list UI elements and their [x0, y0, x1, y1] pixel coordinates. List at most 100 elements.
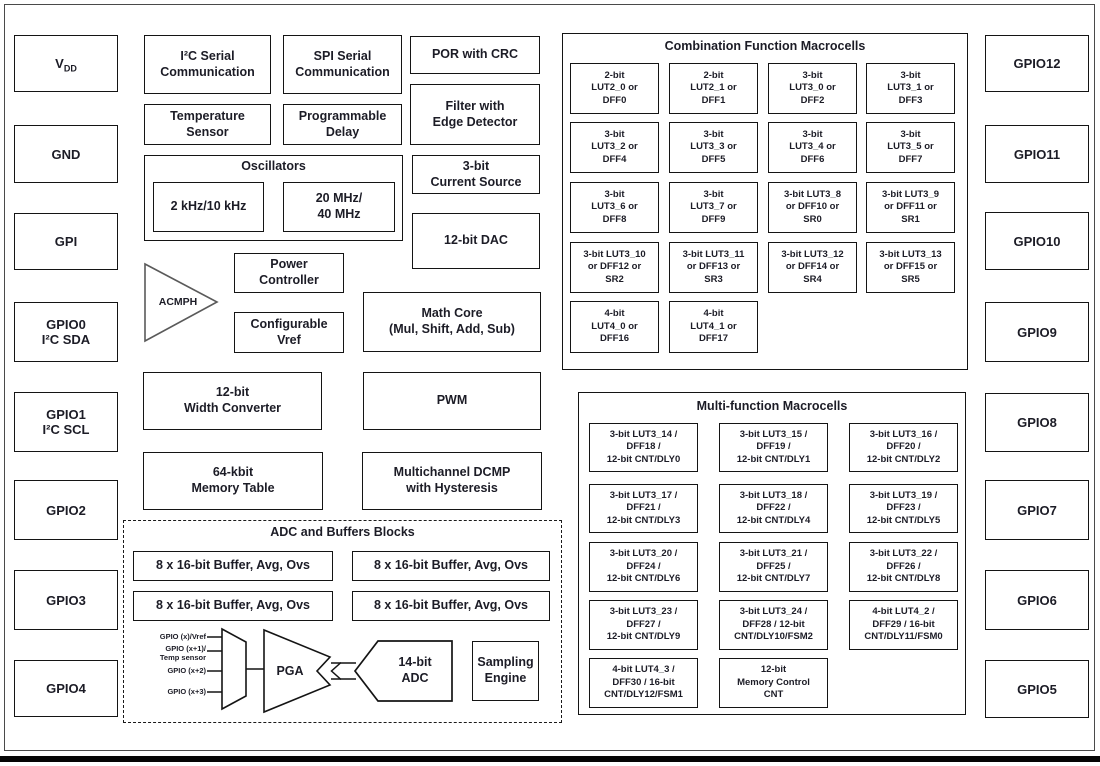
pin-gpio5: GPIO5	[985, 660, 1089, 718]
diagram-frame	[4, 4, 1095, 751]
combo-cell: 3-bit LUT3_13 or DFF15 or SR5	[866, 242, 955, 293]
pin-gpio2-label: GPIO2	[46, 502, 86, 518]
multi-cell: 4-bit LUT4_2 / DFF29 / 16-bit CNT/DLY11/…	[849, 600, 958, 650]
block-pwm-label: PWM	[436, 393, 468, 408]
multi-cell: 3-bit LUT3_22 / DFF26 / 12-bit CNT/DLY8	[849, 542, 958, 592]
block-temperature-sensor-label: Temperature Sensor	[170, 108, 245, 139]
block-width-converter: 12-bit Width Converter	[143, 372, 322, 430]
combo-cell: 4-bit LUT4_0 or DFF16	[570, 301, 659, 353]
block-memory-table-label: 64-kbit Memory Table	[191, 465, 275, 495]
pin-gpio6: GPIO6	[985, 570, 1089, 630]
multi-cell: 4-bit LUT4_3 / DFF30 / 16-bit CNT/DLY12/…	[589, 658, 698, 708]
block-osc-high-freq-label: 20 MHz/ 40 MHz	[315, 191, 363, 221]
pga-label: PGA	[276, 664, 304, 678]
pin-gpio5-label: GPIO5	[1017, 681, 1057, 697]
adc-label: 14-bit ADC	[398, 655, 432, 685]
combo-cell: 2-bit LUT2_0 or DFF0	[570, 63, 659, 114]
combo-cell: 3-bit LUT3_7 or DFF9	[669, 182, 758, 233]
multifunction-macrocells-title: Multi-function Macrocells	[696, 399, 848, 413]
block-configurable-vref: Configurable Vref	[234, 312, 344, 353]
chevron-left-icon	[330, 661, 342, 681]
block-i2c-serial: I²C Serial Communication	[144, 35, 271, 94]
pin-gpio12-label: GPIO12	[1013, 56, 1061, 71]
combo-cell: 3-bit LUT3_11 or DFF13 or SR3	[669, 242, 758, 293]
block-osc-high-freq: 20 MHz/ 40 MHz	[283, 182, 395, 232]
block-math-core-label: Math Core (Mul, Shift, Add, Sub)	[389, 306, 515, 336]
acmph-label: ACMPH	[158, 296, 198, 308]
multi-cell: 3-bit LUT3_16 / DFF20 / 12-bit CNT/DLY2	[849, 423, 958, 472]
multi-cell: 12-bit Memory Control CNT	[719, 658, 828, 708]
adc-buffers-title: ADC and Buffers Blocks	[270, 525, 415, 539]
adc-pentagon	[353, 640, 453, 702]
combo-cell: 3-bit LUT3_9 or DFF11 or SR1	[866, 182, 955, 233]
pin-gpio4: GPIO4	[14, 660, 118, 717]
block-spi-serial: SPI Serial Communication	[283, 35, 402, 94]
block-math-core: Math Core (Mul, Shift, Add, Sub)	[363, 292, 541, 352]
pga-triangle	[263, 628, 332, 714]
block-dac-label: 12-bit DAC	[444, 233, 508, 248]
pin-gpio1-label: GPIO1 I²C SCL	[42, 407, 90, 437]
block-programmable-delay-label: Programmable Delay	[298, 108, 387, 139]
block-memory-table: 64-kbit Memory Table	[143, 452, 323, 510]
page-rule	[0, 756, 1100, 762]
pin-gpio1: GPIO1 I²C SCL	[14, 392, 118, 452]
block-filter-edge-detector: Filter with Edge Detector	[410, 84, 540, 145]
buffer-block: 8 x 16-bit Buffer, Avg, Ovs	[133, 591, 333, 621]
pin-gpio0-label: GPIO0 I²C SDA	[41, 317, 91, 347]
combo-cell: 3-bit LUT3_0 or DFF2	[768, 63, 857, 114]
acmph-triangle	[144, 262, 219, 343]
multi-cell: 3-bit LUT3_24 / DFF28 / 12-bit CNT/DLY10…	[719, 600, 828, 650]
pin-gpio9: GPIO9	[985, 302, 1089, 362]
pin-gpio7: GPIO7	[985, 480, 1089, 540]
pin-gpio2: GPIO2	[14, 480, 118, 540]
pin-gnd: GND	[14, 125, 118, 183]
block-configurable-vref-label: Configurable Vref	[250, 316, 328, 347]
pin-gpio11-label: GPIO11	[1013, 146, 1061, 162]
block-osc-low-freq-label: 2 kHz/10 kHz	[170, 199, 247, 214]
buffer-block: 8 x 16-bit Buffer, Avg, Ovs	[133, 551, 333, 581]
block-filter-edge-detector-label: Filter with Edge Detector	[432, 98, 518, 129]
block-spi-serial-label: SPI Serial Communication	[295, 48, 390, 79]
multi-cell: 3-bit LUT3_17 / DFF21 / 12-bit CNT/DLY3	[589, 484, 698, 533]
block-power-controller: Power Controller	[234, 253, 344, 293]
multi-cell: 3-bit LUT3_20 / DFF24 / 12-bit CNT/DLY6	[589, 542, 698, 592]
combo-cell: 3-bit LUT3_8 or DFF10 or SR0	[768, 182, 857, 233]
block-current-source-label: 3-bit Current Source	[430, 158, 522, 189]
combo-cell: 3-bit LUT3_4 or DFF6	[768, 122, 857, 173]
pin-gpi-label: GPI	[54, 234, 78, 249]
multi-cell: 3-bit LUT3_15 / DFF19 / 12-bit CNT/DLY1	[719, 423, 828, 472]
pin-gpio4-label: GPIO4	[46, 681, 86, 696]
block-pwm: PWM	[363, 372, 541, 430]
mux-input-label: GPIO (x+1)/ Temp sensor	[159, 644, 206, 663]
pin-gpio10: GPIO10	[985, 212, 1089, 270]
multi-cell: 3-bit LUT3_21 / DFF25 / 12-bit CNT/DLY7	[719, 542, 828, 592]
pin-gpio0: GPIO0 I²C SDA	[14, 302, 118, 362]
block-multichannel-dcmp-label: Multichannel DCMP with Hysteresis	[393, 465, 511, 495]
buffer-block: 8 x 16-bit Buffer, Avg, Ovs	[352, 591, 550, 621]
pin-gpio10-label: GPIO10	[1013, 233, 1061, 249]
pin-gpio8-label: GPIO8	[1017, 415, 1057, 430]
pin-gpio7-label: GPIO7	[1017, 502, 1057, 518]
mux-input-label: GPIO (x)/Vref	[159, 632, 206, 641]
multi-cell: 3-bit LUT3_23 / DFF27 / 12-bit CNT/DLY9	[589, 600, 698, 650]
mux-input-label: GPIO (x+3)	[167, 687, 206, 696]
block-dac: 12-bit DAC	[412, 213, 540, 269]
block-por-crc: POR with CRC	[410, 36, 540, 74]
combo-cell: 3-bit LUT3_6 or DFF8	[570, 182, 659, 233]
block-osc-low-freq: 2 kHz/10 kHz	[153, 182, 264, 232]
pin-gpio9-label: GPIO9	[1017, 324, 1057, 340]
pin-gpio8: GPIO8	[985, 393, 1089, 452]
block-sampling-engine-label: Sampling Engine	[477, 655, 534, 685]
pin-gpi: GPI	[14, 213, 118, 270]
combo-cell: 3-bit LUT3_10 or DFF12 or SR2	[570, 242, 659, 293]
pin-gpio3-label: GPIO3	[46, 592, 86, 608]
block-current-source: 3-bit Current Source	[412, 155, 540, 194]
combo-cell: 3-bit LUT3_3 or DFF5	[669, 122, 758, 173]
pin-vdd-label: VDD	[55, 56, 77, 74]
adc-input-mux	[221, 627, 247, 711]
combination-macrocells-title: Combination Function Macrocells	[664, 39, 866, 53]
pin-vdd: VDD	[14, 35, 118, 92]
block-power-controller-label: Power Controller	[259, 257, 319, 287]
block-temperature-sensor: Temperature Sensor	[144, 104, 271, 145]
